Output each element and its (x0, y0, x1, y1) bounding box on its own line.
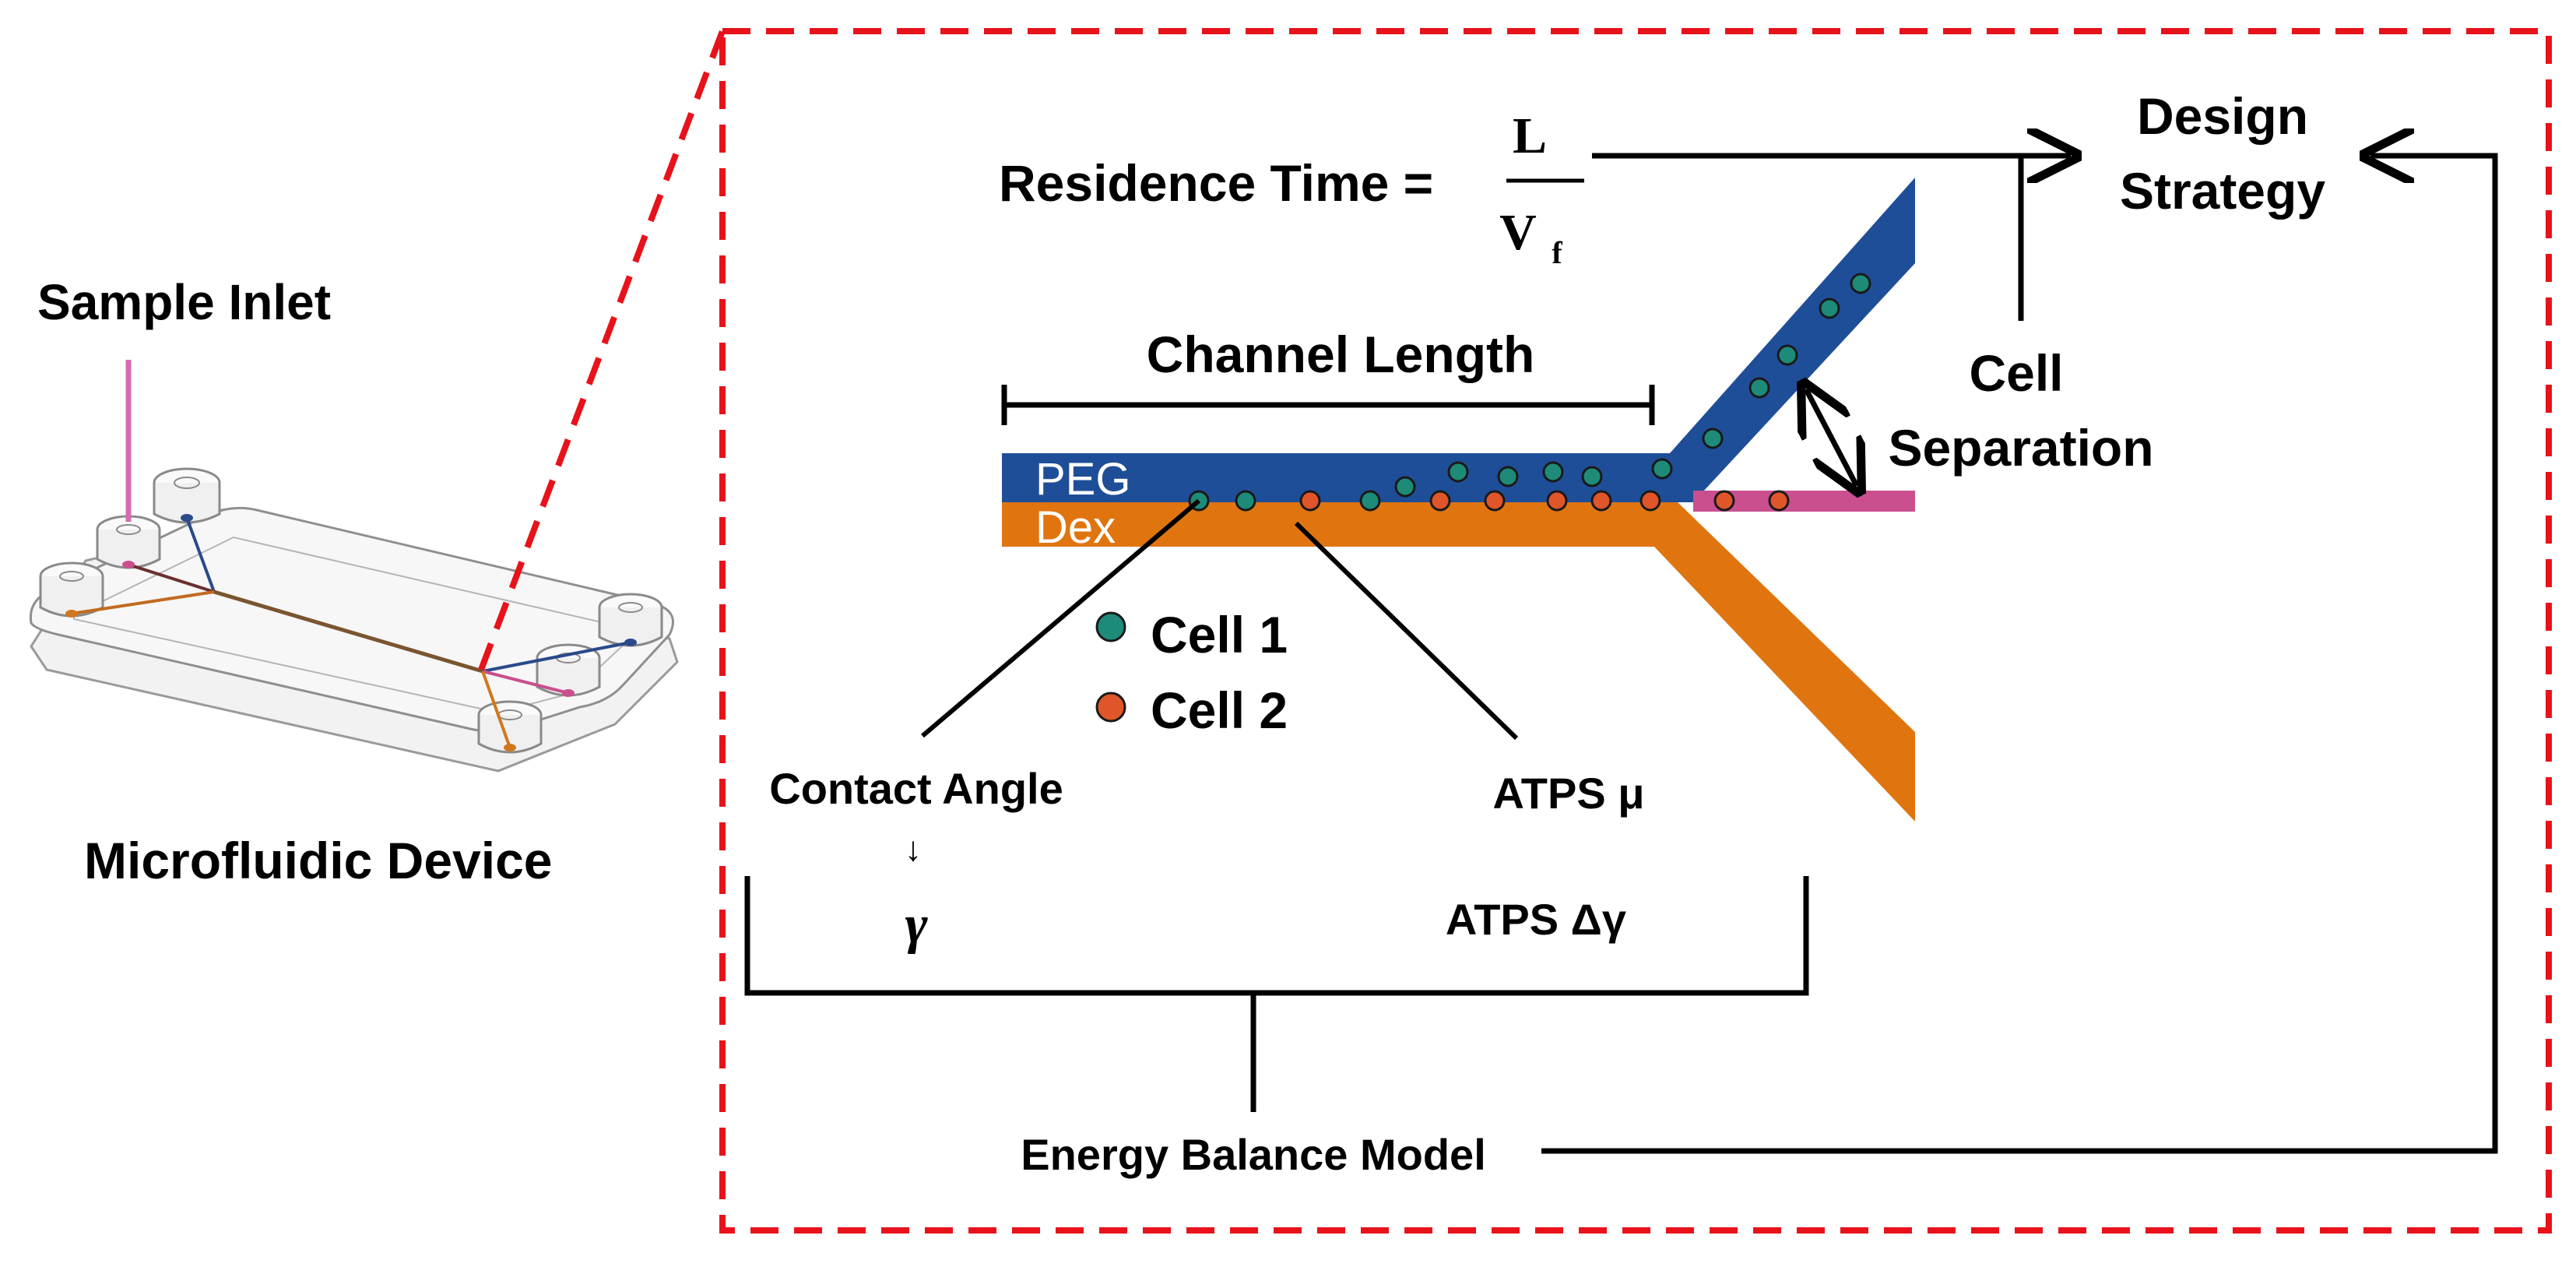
zoom-box (719, 28, 2552, 1234)
design-strategy-line1: Design (2137, 87, 2308, 145)
atps-mu-label: ATPS μ (1492, 769, 1644, 818)
cell-2 (1768, 490, 1790, 512)
device-channel-sample (128, 563, 215, 593)
zoom-line (478, 30, 726, 671)
feedback-loop-arrow (1541, 156, 2498, 1154)
energy-balance-bracket (744, 876, 1809, 1112)
microfluidic-device-drawing (29, 360, 679, 773)
channel-length-label: Channel Length (1147, 326, 1535, 383)
port-dot-left (65, 610, 78, 618)
residence-time-label: Residence Time = (999, 154, 1433, 212)
legend-cell2-label: Cell 2 (1151, 681, 1288, 739)
cell-2 (1546, 490, 1568, 512)
cell-1 (1819, 297, 1840, 319)
cell-1 (1542, 461, 1564, 483)
cell-1 (1776, 344, 1798, 366)
contact-angle-label: Contact Angle (769, 764, 1063, 813)
down-arrow-glyph: ↓ (905, 830, 922, 868)
legend: Cell 1 Cell 2 (1095, 606, 1288, 739)
cell-1 (1359, 490, 1381, 512)
device-main-channel (213, 590, 483, 674)
well-top (153, 467, 221, 524)
cell-2 (1484, 490, 1506, 512)
sample-inlet-label: Sample Inlet (37, 274, 331, 330)
well-right-top (598, 593, 663, 647)
formula-denominator-subscript: f (1552, 235, 1562, 270)
channel-length-bracket (1001, 385, 1655, 425)
dex-channel (1002, 502, 1915, 822)
cell-1 (1702, 428, 1724, 449)
cell-1 (1651, 458, 1673, 480)
peg-label: PEG (1035, 454, 1131, 505)
legend-cell2-marker (1095, 692, 1126, 723)
cell-1 (1394, 476, 1416, 498)
contact-angle-pointer (921, 498, 1200, 738)
cell-1 (1447, 461, 1469, 483)
cell-separation-line2: Separation (1888, 419, 2153, 477)
atps-mu-pointer (1294, 521, 1519, 741)
legend-cell1-marker (1095, 611, 1126, 642)
well-inlet (96, 515, 161, 569)
formula-numerator: L (1513, 107, 1547, 164)
cell-1 (1581, 466, 1603, 487)
cell-2 (1299, 490, 1321, 512)
cell-2 (1713, 490, 1735, 512)
device-outlet-mid (482, 670, 569, 695)
formula-denominator: V (1499, 204, 1537, 261)
peg-channel (1002, 178, 1915, 502)
cell-2 (1429, 490, 1451, 512)
cell-separation-line1: Cell (1969, 344, 2063, 402)
cell-1 (1497, 466, 1519, 487)
energy-balance-label: Energy Balance Model (1021, 1130, 1486, 1179)
port-dot-right-top (624, 639, 637, 646)
cell-1 (1748, 377, 1770, 399)
atps-delta-gamma-label: ATPS Δγ (1446, 895, 1626, 944)
port-dot-right-bottom (504, 744, 516, 751)
device-outlet-bottom (481, 670, 511, 748)
cells (1188, 273, 1871, 512)
port-dot-inlet (122, 561, 135, 568)
well-left (39, 561, 104, 618)
design-strategy-line2: Strategy (2120, 162, 2325, 220)
separation-double-arrow (1806, 389, 1857, 486)
cell-2 (1590, 490, 1612, 512)
legend-cell1-label: Cell 1 (1151, 606, 1288, 663)
gamma-symbol: γ (905, 895, 928, 955)
device-channel-dex (71, 590, 215, 615)
port-dot-right-mid (562, 689, 575, 697)
cell-1 (1235, 490, 1256, 512)
dex-label: Dex (1035, 502, 1116, 553)
device-label: Microfluidic Device (84, 832, 553, 889)
cell-1 (1850, 273, 1871, 294)
device-channel-peg (185, 517, 216, 593)
device-outlet-top (482, 641, 631, 673)
port-dot-top (181, 514, 193, 522)
zoom-frame (478, 28, 2552, 1234)
cell-2 (1639, 490, 1661, 512)
